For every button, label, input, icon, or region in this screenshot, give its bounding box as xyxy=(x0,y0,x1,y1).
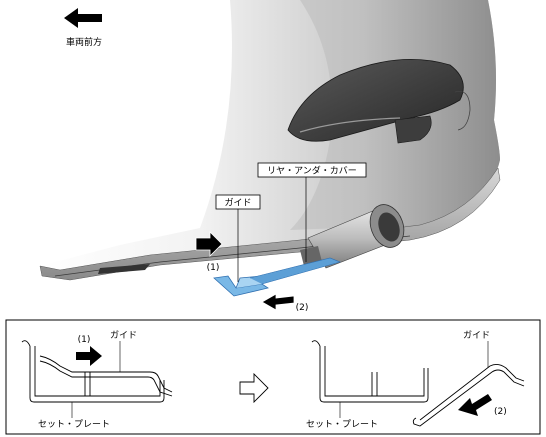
guide-part xyxy=(213,257,341,297)
rear-lamp xyxy=(287,58,471,144)
set-plate-right xyxy=(311,340,429,403)
guide-label: ガイド xyxy=(110,330,137,341)
step-2-label: (2) xyxy=(494,407,507,417)
arrow-left-icon xyxy=(261,293,295,311)
detail-right: ガイド セット・プレート (2) xyxy=(306,330,525,430)
guide-top-label: ガイド xyxy=(224,198,251,209)
callout-guide-top: ガイド xyxy=(215,194,261,282)
step-2-main: (2) xyxy=(261,293,309,313)
guide-label: ガイド xyxy=(463,330,490,341)
guide-left xyxy=(39,355,173,397)
vehicle-rear-body xyxy=(39,0,501,281)
arrow-down-left-icon xyxy=(458,394,492,416)
set-plate-left xyxy=(21,340,165,403)
arrow-right-icon xyxy=(195,231,223,257)
rear-under-cover-label: リヤ・アンダ・カバー xyxy=(267,165,357,177)
set-plate-label: セット・プレート xyxy=(38,419,110,430)
direction-label: 車両前方 xyxy=(66,36,102,48)
callout-rear-under-cover: リヤ・アンダ・カバー xyxy=(257,162,367,262)
transition-arrow-icon xyxy=(239,372,269,404)
step-1-main: (1) xyxy=(195,231,223,273)
detail-left: (1) ガイド セット・プレート xyxy=(21,330,173,430)
set-plate-label: セット・プレート xyxy=(306,419,378,430)
arrow-right-icon xyxy=(76,346,102,366)
callout-box xyxy=(257,162,367,178)
arrow-left-icon xyxy=(64,8,102,28)
exhaust-pipe xyxy=(300,204,405,269)
direction-indicator: 車両前方 xyxy=(64,8,102,48)
guide-right xyxy=(412,363,525,427)
step-2-label: (2) xyxy=(296,303,309,313)
step-1-label: (1) xyxy=(207,263,220,273)
step-1-label: (1) xyxy=(78,335,91,345)
